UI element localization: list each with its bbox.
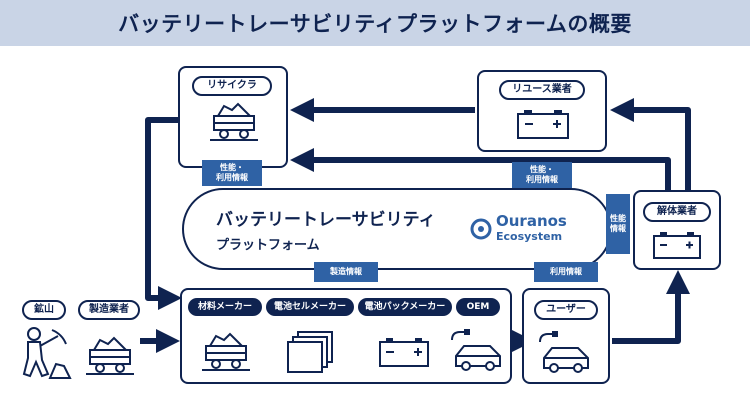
tab-line: 性能 [610,214,626,223]
reuse-box: リユース業者 [477,70,607,152]
supply-oem: OEM [456,298,500,316]
battery-icon [653,232,701,259]
supply-pack-maker: 電池パックメーカー [358,298,452,316]
miner-icon [22,327,72,379]
arrow-user-to-dismantler [612,270,690,344]
dismantler-info-tab: 性能 情報 [606,194,630,254]
ouranos-sub: Ecosystem [496,230,563,243]
supply-chain-box: 材料メーカー 電池セルメーカー 電池パックメーカー OEM [180,288,512,384]
ore-cart-icon [210,102,258,141]
platform-title-line2: プラットフォーム [216,238,320,253]
user-label: ユーザー [534,300,598,320]
platform-panel: バッテリートレーサビリティ プラットフォーム Ouranos Ecosystem [182,188,612,270]
flow-arrows [140,98,691,353]
ev-car-icon [539,331,589,373]
user-box: ユーザー [522,288,610,384]
arrow-dismantler-to-reuse [610,98,691,190]
supply-material-maker: 材料メーカー [188,298,262,316]
reuse-label: リユース業者 [499,80,585,100]
mine-label: 鉱山 [22,300,66,320]
tab-line: 情報 [610,224,626,233]
title-bar: バッテリートレーサビリティプラットフォームの概要 [0,0,750,46]
ouranos-name: Ouranos [496,212,567,230]
recycler-info-tab: 性能・ 利用情報 [202,160,262,186]
supply-cell-maker: 電池セルメーカー [266,298,354,316]
recycler-label: リサイクラ [192,76,272,96]
page-title: バッテリートレーサビリティプラットフォームの概要 [118,12,632,36]
tab-line: 利用情報 [526,175,558,184]
ev-car-icon [451,329,501,371]
ore-cart-icon [202,332,250,371]
platform-title-line1: バッテリートレーサビリティ [216,210,436,230]
tab-line: 製造情報 [330,267,362,276]
dismantler-label: 解体業者 [643,202,711,222]
ouranos-mark-icon [470,218,492,240]
tab-line: 利用情報 [216,173,248,182]
recycler-box: リサイクラ [178,66,288,168]
battery-pack-icon [379,338,429,367]
cell-sheets-icon [287,331,333,373]
manufacturing-info-tab: 製造情報 [314,262,378,282]
reuse-info-tab: 性能・ 利用情報 [512,162,572,188]
tab-line: 性能・ [530,165,554,174]
tab-line: 性能・ [220,163,244,172]
tab-line: 利用情報 [550,267,582,276]
manufacturer-label: 製造業者 [78,300,140,320]
ore-cart-icon [86,336,134,375]
dismantler-box: 解体業者 [633,190,721,270]
battery-icon [517,110,569,139]
arrow-dismantler-to-recycler [290,148,671,190]
arrow-recycler-to-supply [145,117,182,310]
usage-info-tab: 利用情報 [534,262,598,282]
